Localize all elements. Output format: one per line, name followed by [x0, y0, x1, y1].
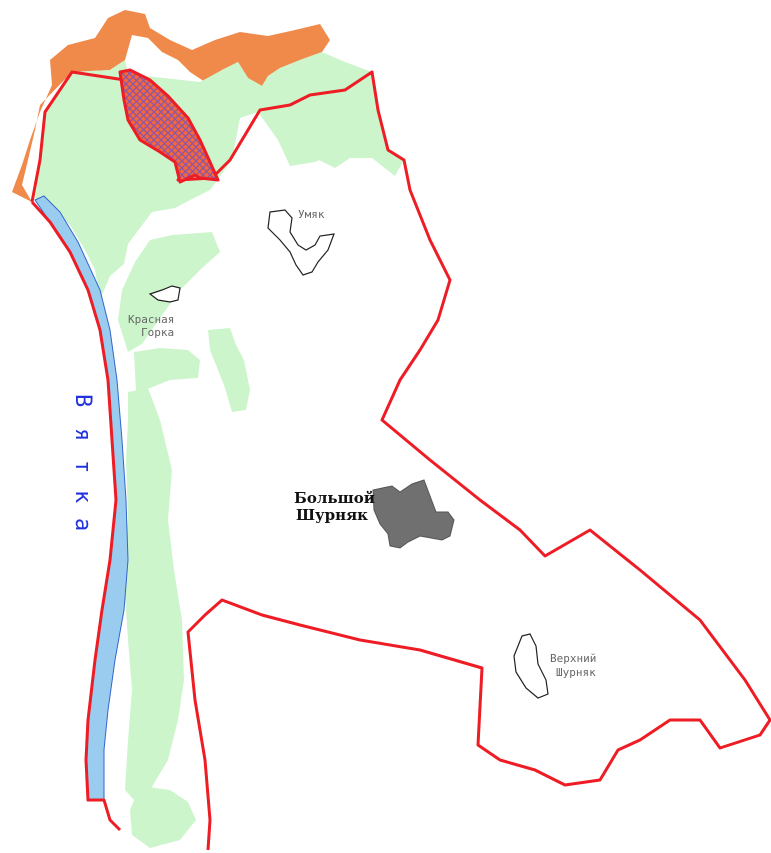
label-umyak: Умяк — [298, 208, 325, 221]
settlement-umyak-outline — [267, 209, 335, 276]
buffer-zone — [12, 10, 330, 202]
settlement-verkhniy-shurnyak-outline — [513, 633, 549, 699]
settlement-bolshoy-shurnyak-shape — [372, 479, 455, 549]
river-letter-5: а — [70, 518, 95, 531]
river-letter-2: я — [70, 428, 95, 441]
settlement-krasnaya-gorka-outline — [148, 285, 181, 303]
river-letter-4: к — [70, 490, 95, 503]
protected-zone — [118, 68, 220, 184]
label-verkhniy-shurnyak-line1: Верхний — [550, 652, 596, 665]
label-verkhniy-shurnyak-line2: Шурняк — [556, 666, 596, 679]
river-label-vyatka: В я т к а — [70, 394, 95, 531]
label-krasnaya-gorka-line1: Красная — [128, 313, 174, 326]
river-letter-1: В — [70, 394, 95, 407]
label-bolshoy-shurnyak-line1: Большой — [294, 489, 375, 507]
territory-boundaries — [30, 70, 771, 851]
label-bolshoy-shurnyak-line2: Шурняк — [296, 506, 368, 524]
river-letter-3: т — [70, 460, 95, 473]
label-krasnaya-gorka-line2: Горка — [141, 326, 174, 339]
